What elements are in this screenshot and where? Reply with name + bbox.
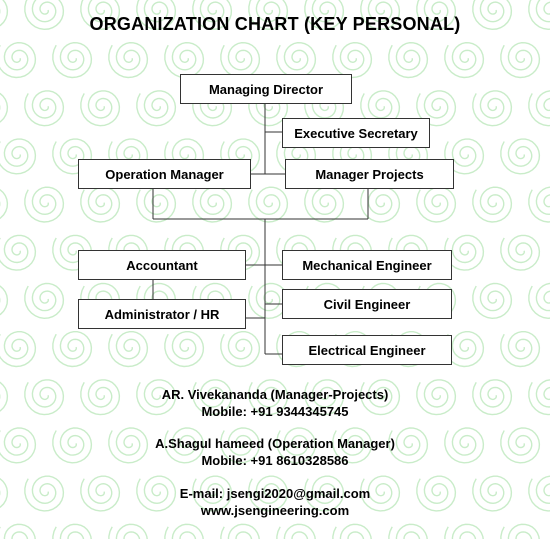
page-title: ORGANIZATION CHART (KEY PERSONAL) — [89, 14, 461, 34]
background-swirl — [416, 186, 457, 223]
background-swirl — [24, 90, 65, 127]
background-swirl — [360, 0, 401, 31]
background-swirl — [500, 138, 541, 175]
background-swirl — [24, 0, 65, 31]
background-swirl — [24, 475, 65, 512]
background-swirl — [416, 379, 457, 416]
background-swirl — [248, 379, 289, 416]
contact-person1-mobile: Mobile: +91 9344345745 — [201, 404, 349, 419]
background-swirl — [192, 90, 233, 127]
background-swirl — [80, 379, 121, 416]
background-swirl — [444, 234, 485, 271]
background-swirl — [52, 427, 93, 464]
background-swirl — [332, 427, 373, 464]
background-swirl — [304, 379, 345, 416]
background-swirl — [472, 90, 513, 127]
background-swirl — [528, 90, 550, 127]
contact-website: www.jsengineering.com — [200, 503, 350, 518]
background-swirl — [164, 331, 205, 368]
background-swirl — [80, 186, 121, 223]
background-swirl — [500, 331, 541, 368]
background-swirl — [472, 186, 513, 223]
background-swirl — [444, 331, 485, 368]
background-swirl — [472, 475, 513, 512]
background-swirl — [80, 0, 121, 31]
background-swirl — [136, 90, 177, 127]
background-swirl — [108, 41, 149, 79]
background-swirl — [500, 41, 541, 79]
background-swirl — [472, 0, 513, 31]
background-swirl — [136, 379, 177, 416]
background-swirl — [24, 282, 65, 320]
background-swirl — [192, 379, 233, 416]
background-swirl — [528, 0, 550, 31]
contact-person2-name: A.Shagul hameed (Operation Manager) — [155, 436, 395, 451]
background-swirl — [416, 475, 457, 512]
background-swirl — [136, 0, 177, 31]
box-managing-director: Managing Director — [180, 74, 352, 104]
background-swirl — [388, 427, 429, 464]
box-administrator-hr: Administrator / HR — [78, 299, 246, 329]
background-swirl — [500, 234, 541, 271]
contact-person2-mobile: Mobile: +91 8610328586 — [201, 453, 349, 468]
background-swirl — [80, 475, 121, 512]
background-swirl — [52, 331, 93, 368]
background-swirl — [220, 331, 261, 368]
background-swirl — [0, 138, 37, 175]
box-manager-projects: Manager Projects — [285, 159, 454, 189]
background-swirl — [388, 41, 429, 79]
background-swirl — [136, 475, 177, 512]
background-swirl — [360, 186, 401, 223]
background-swirl — [52, 41, 93, 79]
background-swirl — [360, 475, 401, 512]
background-swirl — [500, 427, 541, 464]
background-swirl — [444, 41, 485, 79]
background-swirl — [192, 0, 233, 31]
background-swirl — [248, 475, 289, 512]
background-swirl — [332, 41, 373, 79]
background-swirl — [444, 427, 485, 464]
box-accountant: Accountant — [78, 250, 246, 280]
background-swirl — [24, 186, 65, 223]
background-swirl — [472, 282, 513, 320]
background-swirl — [472, 379, 513, 416]
background-swirl — [248, 0, 289, 31]
background-swirl — [0, 427, 37, 464]
background-swirl — [444, 138, 485, 175]
background-swirl — [108, 331, 149, 368]
background-swirl — [416, 90, 457, 127]
background-swirl — [528, 186, 550, 223]
contact-email: E-mail: jsengi2020@gmail.com — [179, 486, 371, 501]
background-swirl — [192, 475, 233, 512]
background-swirl — [0, 41, 37, 79]
box-mechanical-engineer: Mechanical Engineer — [282, 250, 452, 280]
background-swirl — [416, 0, 457, 31]
background-swirl — [528, 282, 550, 320]
background-swirl — [220, 427, 261, 464]
box-executive-secretary: Executive Secretary — [282, 118, 430, 148]
background-swirl — [24, 379, 65, 416]
background-swirl — [108, 427, 149, 464]
box-operation-manager: Operation Manager — [78, 159, 251, 189]
background-swirl — [276, 427, 317, 464]
box-electrical-engineer: Electrical Engineer — [282, 335, 452, 365]
background-swirl — [304, 475, 345, 512]
box-civil-engineer: Civil Engineer — [282, 289, 452, 319]
contact-person1-name: AR. Vivekananda (Manager-Projects) — [161, 387, 389, 402]
background-swirl — [528, 475, 550, 512]
background-swirl — [0, 331, 37, 368]
background-swirl — [164, 427, 205, 464]
background-swirl — [528, 379, 550, 416]
background-swirl — [80, 90, 121, 127]
background-swirl — [304, 0, 345, 31]
background-swirl — [360, 379, 401, 416]
background-swirl — [0, 234, 37, 271]
